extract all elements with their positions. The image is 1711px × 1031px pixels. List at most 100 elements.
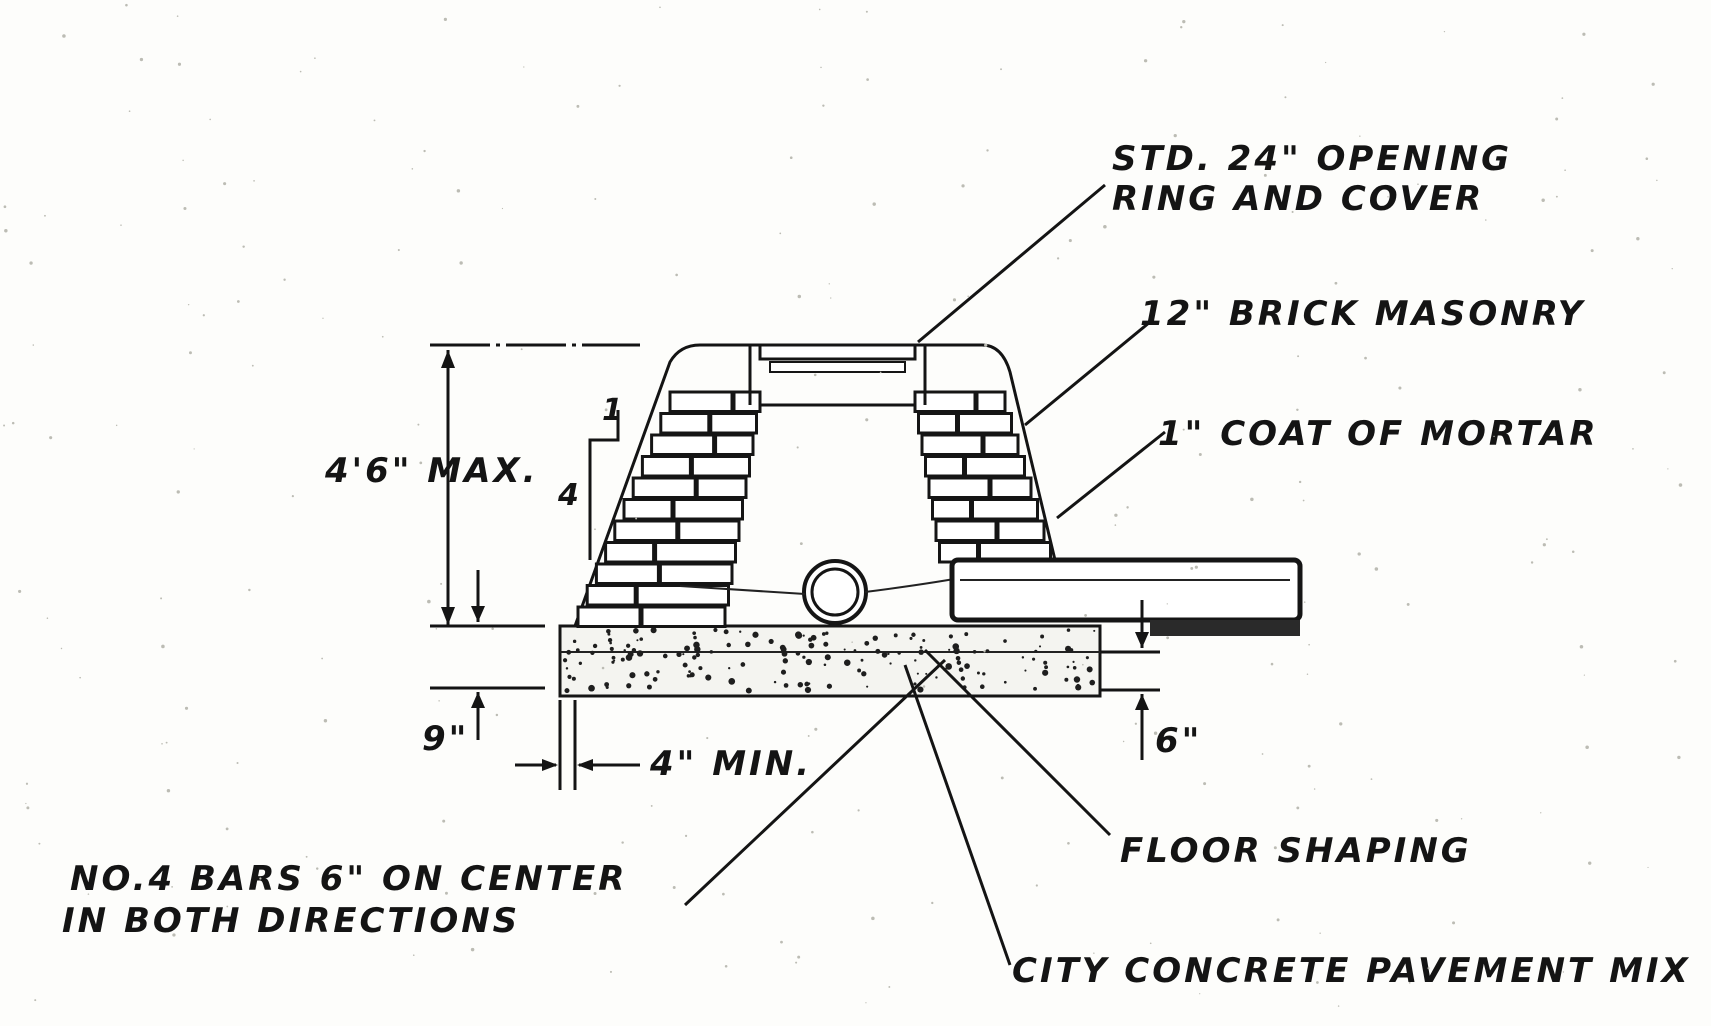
- speck: [1291, 210, 1294, 213]
- speck: [961, 184, 965, 188]
- speck: [1337, 1005, 1340, 1007]
- aggregate-dot: [705, 674, 712, 681]
- speck: [456, 189, 461, 193]
- aggregate-dot: [1066, 665, 1070, 669]
- brick: [934, 519, 998, 542]
- speck: [166, 789, 171, 793]
- aggregate-dot: [1076, 683, 1080, 687]
- aggregate-dot: [1072, 665, 1077, 670]
- aggregate-dot: [964, 632, 969, 637]
- speck: [576, 104, 580, 108]
- speck: [1000, 68, 1002, 71]
- speck: [25, 782, 29, 785]
- brick: [659, 412, 711, 435]
- aggregate-dot: [979, 684, 985, 690]
- speck: [314, 57, 316, 60]
- speck: [1114, 524, 1117, 526]
- aggregate-dot: [808, 637, 813, 642]
- aggregate-dot: [578, 661, 583, 665]
- speck: [967, 295, 969, 298]
- brick-wall-left: [573, 343, 762, 628]
- aggregate-dot: [676, 651, 682, 658]
- speck: [161, 743, 163, 745]
- speck: [724, 964, 728, 968]
- aggregate-dot: [976, 671, 980, 675]
- speck: [1194, 565, 1198, 569]
- arrow-down-icon: [471, 606, 485, 622]
- aggregate-dot: [1003, 680, 1007, 684]
- aggregate-dot: [605, 685, 609, 690]
- speck: [1364, 356, 1367, 360]
- brick: [658, 562, 734, 585]
- cover-plate: [758, 343, 917, 361]
- aggregate-dot: [1040, 634, 1045, 639]
- ring-and-cover: [748, 343, 927, 407]
- mortar-coat-left: [573, 343, 760, 627]
- arrow-down-icon: [1135, 632, 1149, 648]
- aggregate-dot: [693, 635, 697, 640]
- leader-lines: [683, 183, 1166, 966]
- brick: [924, 455, 965, 478]
- aggregate-dot: [1021, 656, 1025, 659]
- aggregate-dot: [826, 683, 833, 689]
- speck: [1153, 731, 1158, 735]
- speck: [60, 647, 63, 650]
- speck: [1263, 173, 1267, 177]
- speck: [888, 986, 891, 988]
- brick: [957, 412, 1013, 435]
- speck: [1308, 643, 1310, 646]
- speck: [618, 84, 621, 87]
- brick: [971, 498, 1039, 521]
- speck: [1564, 169, 1566, 172]
- speck: [120, 224, 122, 226]
- brick: [964, 455, 1026, 478]
- aggregate-dot: [713, 627, 718, 633]
- speck: [865, 1002, 867, 1004]
- brick: [917, 412, 958, 435]
- speck: [182, 159, 184, 162]
- speck: [1493, 435, 1495, 438]
- aggregate-dot: [604, 682, 610, 687]
- callouts: STD. 24" OPENING RING AND COVER 12" BRIC…: [62, 139, 1688, 991]
- aggregate-dot: [797, 681, 804, 688]
- outlet-pipe-body: [949, 557, 1303, 623]
- aggregate-dot: [739, 630, 742, 633]
- aggregate-dot: [795, 631, 802, 639]
- aggregate-dot: [857, 668, 862, 673]
- aggregate-dot: [768, 638, 774, 644]
- speck: [1198, 452, 1202, 456]
- speck: [1306, 673, 1309, 676]
- batter-indicator: 1 4: [557, 393, 623, 560]
- speck: [872, 202, 876, 206]
- speck: [813, 373, 817, 377]
- speck: [1035, 884, 1038, 887]
- speck: [1056, 257, 1060, 260]
- batter-triangle: [588, 410, 620, 560]
- speck: [780, 940, 783, 944]
- speck: [183, 206, 187, 211]
- aggregate-dot: [1072, 660, 1075, 663]
- speck: [1180, 26, 1183, 29]
- brick: [931, 498, 972, 521]
- aggregate-dot: [1038, 645, 1042, 648]
- aggregate-dot: [866, 685, 869, 688]
- speck: [828, 283, 830, 285]
- speck: [952, 298, 957, 302]
- mortar-coat-label: 1" COAT OF MORTAR: [1158, 414, 1599, 454]
- speck: [684, 834, 688, 837]
- aggregate-dot: [652, 676, 658, 682]
- speck: [983, 650, 986, 653]
- bars-label-line2: IN BOTH DIRECTIONS: [62, 901, 520, 941]
- aggregate-dot: [948, 648, 951, 651]
- aggregate-dot: [964, 663, 970, 669]
- speck: [193, 448, 195, 450]
- aggregate-dot: [1043, 660, 1048, 665]
- brick: [613, 519, 679, 542]
- brick: [594, 562, 660, 585]
- speck: [236, 300, 240, 303]
- brick: [732, 390, 762, 413]
- speck: [3, 205, 7, 209]
- brick: [913, 390, 977, 413]
- speck: [1325, 61, 1327, 64]
